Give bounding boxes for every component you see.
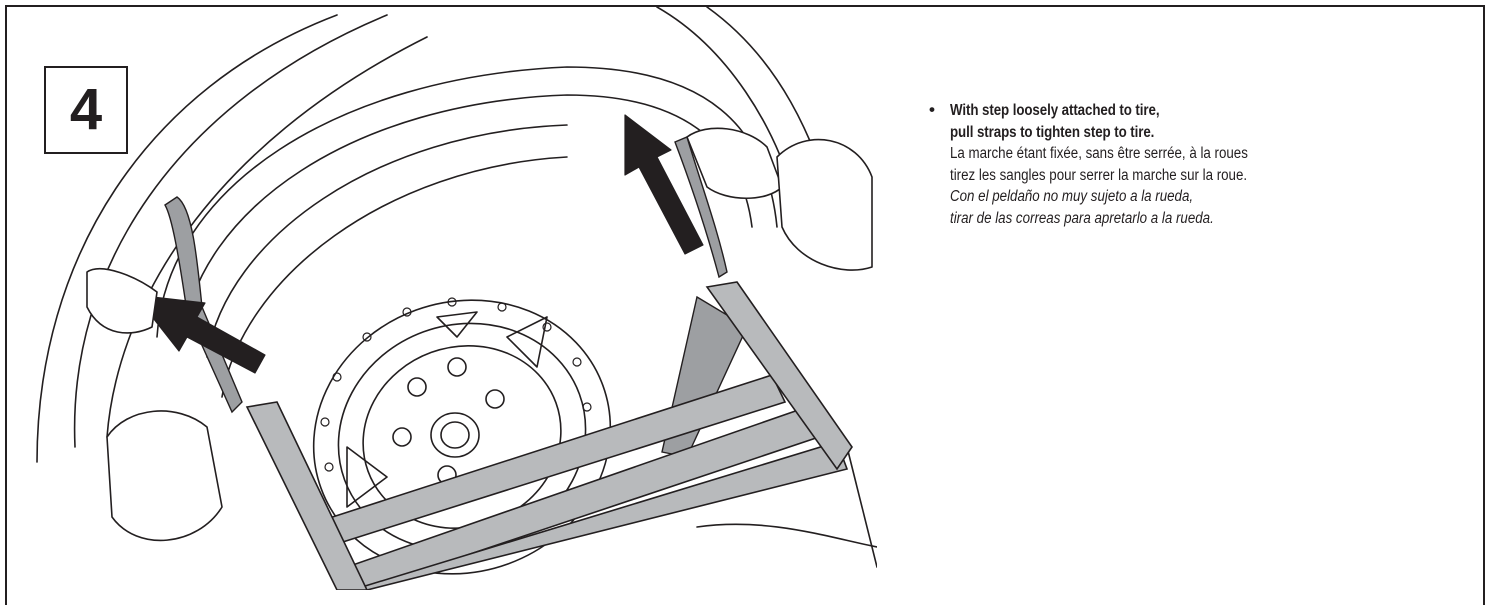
left-sleeve xyxy=(107,411,222,540)
step-number: 4 xyxy=(70,81,102,139)
step-number-box: 4 xyxy=(44,66,128,154)
wheel-hub xyxy=(431,413,479,457)
instruction-es-line-1: Con el peldaño no muy sujeto a la rueda, xyxy=(950,186,1385,208)
instruction-en-line-1: With step loosely attached to tire, xyxy=(950,100,1385,122)
instructions-block: • With step loosely attached to tire, pu… xyxy=(936,100,1456,229)
step-side-left xyxy=(247,402,367,590)
tire-step-illustration xyxy=(7,7,877,590)
bullet-point: • xyxy=(929,99,935,121)
instruction-fr-line-2: tirez les sangles pour serrer la marche … xyxy=(950,165,1385,187)
instruction-fr-line-1: La marche étant fixée, sans être serrée,… xyxy=(950,143,1385,165)
left-hand xyxy=(87,269,157,333)
right-sleeve xyxy=(777,140,872,270)
tire-outer xyxy=(157,67,777,337)
instruction-es-line-2: tirar de las correas para apretarlo a la… xyxy=(950,208,1385,230)
instruction-en-line-2: pull straps to tighten step to tire. xyxy=(950,122,1385,144)
